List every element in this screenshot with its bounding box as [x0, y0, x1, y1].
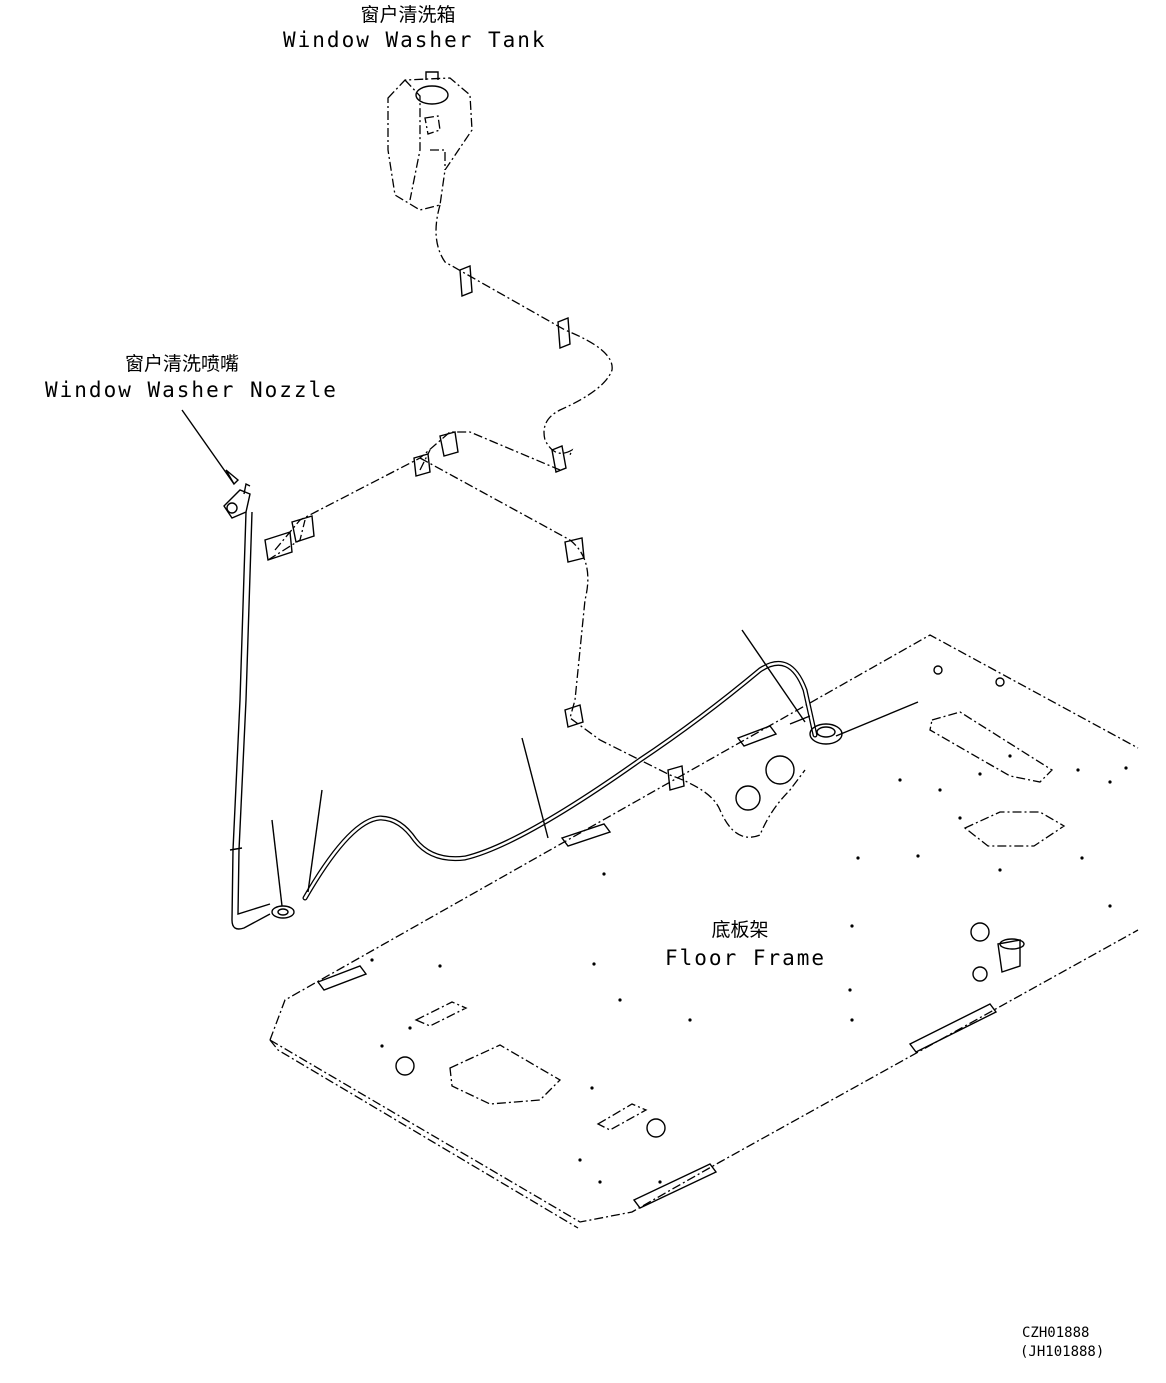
- coil-leader-1: [741, 629, 806, 723]
- main-hose: [302, 660, 818, 901]
- reference-code: (JH101888): [1020, 1344, 1105, 1360]
- tank-label-cn: 窗户清洗箱: [360, 4, 456, 26]
- hose-leader-1: [521, 737, 549, 839]
- nozzle-label-en: Window Washer Nozzle: [45, 378, 338, 402]
- floor-label-en: Floor Frame: [665, 946, 827, 970]
- washer-nozzle: [223, 469, 251, 519]
- nozzle-leader: [181, 409, 235, 485]
- floor-frame: [269, 634, 1139, 1229]
- coil-leader-2: [835, 701, 919, 737]
- nozzle-tube: [231, 511, 271, 930]
- drawing-code: CZH01888: [1022, 1325, 1090, 1341]
- nozzle-label-cn: 窗户清洗喷嘴: [124, 353, 239, 375]
- floor-grommet: [271, 905, 295, 919]
- cab-tube-frame: [274, 431, 806, 838]
- grommet-leader: [271, 819, 283, 907]
- floor-label-cn: 底板架: [711, 919, 769, 941]
- tube-clamps: [264, 264, 685, 791]
- tank-label-en: Window Washer Tank: [283, 28, 547, 52]
- washer-tube-upper: [435, 204, 613, 456]
- washer-tank: [387, 71, 473, 211]
- hose-leader-2: [307, 789, 323, 893]
